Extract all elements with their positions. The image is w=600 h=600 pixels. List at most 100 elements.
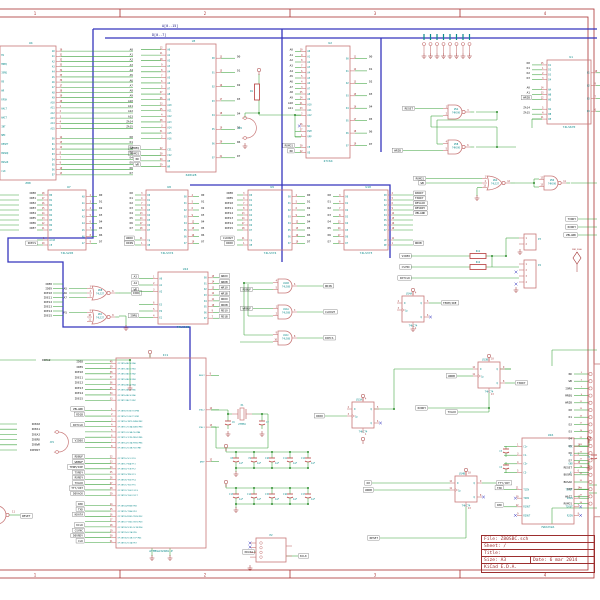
ic-ic1[interactable]: IC1ATMEGA324PA-P40(PCINT0/ADC0)PA0IDE839… — [67, 353, 219, 553]
svg-text:8: 8 — [243, 207, 245, 210]
cap-c6[interactable]: C6 — [224, 418, 235, 429]
svg-text:WR: WR — [136, 163, 140, 167]
svg-text:13: 13 — [60, 172, 63, 175]
svg-text:A3: A3 — [52, 66, 55, 69]
net-labels[interactable]: TXRDYRXRDYVBLANKIDEA2RESETIORQKDATAKCLKD… — [20, 216, 578, 559]
ic-u2[interactable]: U227C6410A0A09A1A18A2A27A3A36A4A45A5A54A… — [282, 41, 373, 163]
svg-text:C15: C15 — [265, 493, 270, 496]
test-point-header[interactable] — [421, 34, 472, 59]
svg-text:ROMCS: ROMCS — [285, 144, 294, 148]
svg-text:3: 3 — [339, 194, 341, 197]
ff-u13b[interactable]: U13B74HC74DCpQQ1211WRDB98TXRDY1013 — [446, 357, 528, 396]
svg-text:1: 1 — [34, 573, 37, 578]
cap-c7[interactable]: C7 — [258, 418, 269, 429]
ic-u12[interactable]: U1274LS1381A0A32A1A43A2WR6E35E24E1IORQ15… — [128, 267, 230, 329]
svg-text:RB: RB — [548, 113, 551, 116]
svg-text:VBLANK: VBLANK — [566, 233, 576, 237]
svg-text:D0: D0 — [369, 55, 373, 59]
svg-text:10: 10 — [212, 304, 215, 307]
svg-text:A5: A5 — [307, 77, 310, 80]
ic-u8[interactable]: U874LS3743D0D04D1D17D2D28D3D313D4D414D5D… — [124, 185, 205, 255]
svg-text:12: 12 — [192, 220, 195, 223]
svg-text:2: 2 — [242, 138, 244, 140]
svg-text:A12: A12 — [167, 115, 172, 118]
svg-text:1uF: 1uF — [239, 498, 244, 501]
svg-text:VBLANK: VBLANK — [73, 407, 83, 411]
svg-text:O1: O1 — [212, 71, 215, 74]
svg-text:11: 11 — [42, 227, 45, 230]
ic-u1[interactable]: U174LS67015D1D01D2D12D3D23D4D314WAA013WB… — [521, 55, 600, 129]
svg-text:D4: D4 — [307, 220, 311, 224]
ic-u7[interactable]: U774LS24518B0IDE017B1IDE116B2IDE215B3IDE… — [25, 185, 103, 255]
svg-text:2: 2 — [348, 406, 350, 409]
cap-c3[interactable]: C3 — [499, 446, 510, 457]
svg-text:5: 5 — [90, 295, 92, 298]
svg-text:74HC00: 74HC00 — [452, 147, 461, 150]
ff-u13a[interactable]: U13A74HC74DCpQQ23RDOO5641 — [314, 397, 383, 436]
svg-text:2: 2 — [54, 452, 56, 454]
svg-text:A3: A3 — [167, 65, 170, 68]
svg-text:(PCINT31/OC2A)PD7: (PCINT31/OC2A)PD7 — [117, 542, 136, 545]
svg-text:RDIN: RDIN — [325, 284, 332, 288]
svg-text:C6: C6 — [232, 421, 235, 424]
svg-text:16: 16 — [110, 513, 113, 516]
svg-text:VIDEO: VIDEO — [75, 439, 84, 443]
ic-u16[interactable]: U16MAX232A1C1+3C1-4C2+5C2-11T1INTXD10T2I… — [494, 433, 589, 529]
ic-u10[interactable]: U1074LS3733D0D04D1D17D2D28D3D313D4D414D5… — [328, 185, 428, 255]
svg-text:D3: D3 — [249, 209, 252, 212]
svg-text:WR: WR — [569, 379, 573, 383]
svg-text:6: 6 — [192, 207, 194, 210]
svg-text:A2: A2 — [52, 60, 55, 63]
svg-text:(PCINT9/CLKO/T1)PB1: (PCINT9/CLKO/T1)PB1 — [117, 416, 139, 418]
ic-u4[interactable]: U4Z80M1MREQIORQRDWRRFSHHALTWAITINTNMIRES… — [0, 41, 133, 185]
ic-u9[interactable]: U974LS3743D0IDE84D1IDE97D2IDE108D3IDE111… — [220, 185, 311, 255]
svg-text:16: 16 — [220, 84, 223, 87]
svg-text:A1: A1 — [167, 54, 170, 57]
svg-text:WR1O: WR1O — [221, 286, 228, 290]
svg-text:15: 15 — [212, 275, 215, 278]
svg-text:4: 4 — [276, 280, 278, 283]
svg-text:D2: D2 — [130, 145, 134, 149]
svg-text:O5: O5 — [288, 229, 291, 232]
resistor-r1[interactable]: R1 — [250, 83, 260, 101]
svg-text:D2: D2 — [237, 83, 241, 87]
reset-inverter[interactable]: 11 — [0, 506, 20, 524]
svg-text:A15: A15 — [167, 132, 172, 135]
svg-text:NMI: NMI — [1, 134, 6, 137]
ic-u3[interactable]: U362812812A011A110A29A38A47A56A65A727A82… — [128, 39, 241, 177]
connector-p2[interactable]: P2 — [250, 533, 292, 563]
svg-text:D2: D2 — [569, 422, 573, 426]
resistor-r11[interactable]: R11 — [469, 250, 487, 259]
cap-c4[interactable]: C4 — [499, 462, 510, 473]
svg-text:13: 13 — [42, 217, 45, 220]
svg-text:A8: A8 — [290, 90, 294, 94]
svg-text:9: 9 — [392, 207, 394, 210]
svg-text:O4: O4 — [184, 222, 187, 225]
svg-text:3: 3 — [90, 286, 92, 289]
svg-text:1uF: 1uF — [311, 498, 316, 501]
svg-text:14: 14 — [60, 136, 63, 139]
svg-text:31: 31 — [580, 473, 583, 475]
svg-text:1: 1 — [415, 327, 417, 330]
resistor-r12[interactable]: R12 — [469, 261, 487, 270]
